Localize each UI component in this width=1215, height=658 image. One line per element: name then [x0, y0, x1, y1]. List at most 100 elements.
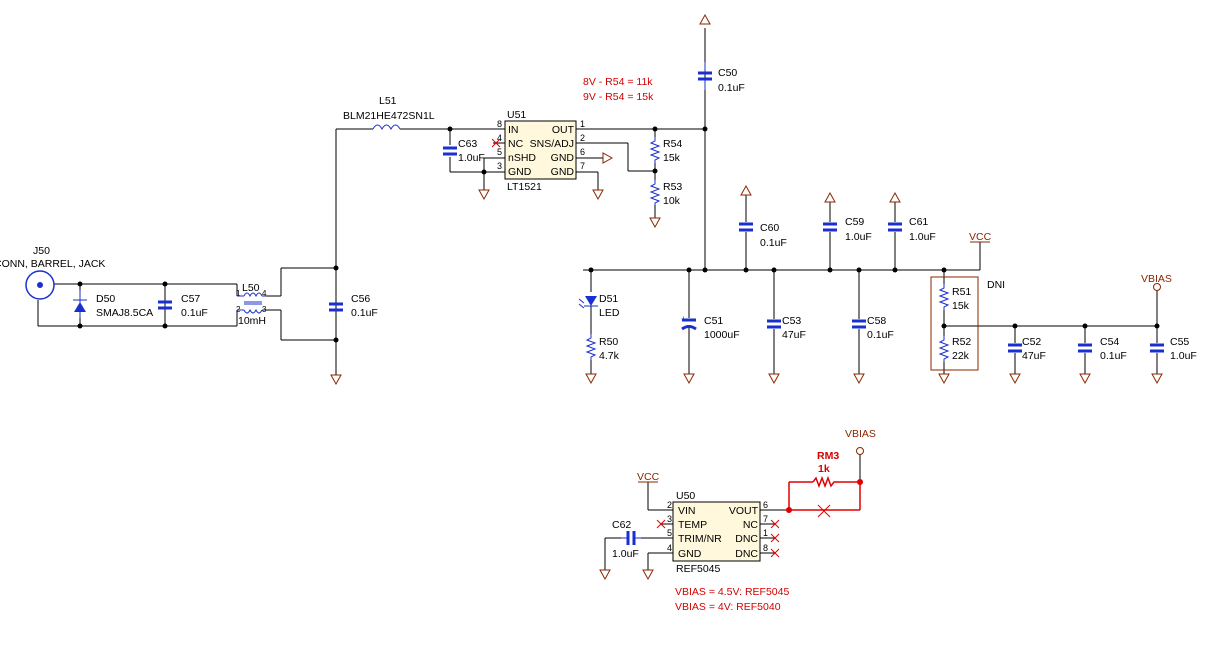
c63-value: 1.0uF: [458, 152, 485, 164]
l51-ferrite-bead: L51 BLM21HE472SN1L: [343, 95, 435, 131]
u50-pin-number: 8: [763, 543, 768, 553]
l50-ref: L50: [242, 282, 260, 294]
vbias-label: VBIAS: [1141, 273, 1172, 285]
c55-value: 1.0uF: [1170, 350, 1197, 362]
u50-pin-number: 3: [667, 514, 672, 524]
power-ports: VCC VCC VBIAS VBIAS: [637, 231, 1172, 483]
ground-icon: [642, 569, 654, 581]
l50-value: 10mH: [238, 315, 266, 327]
c58-value: 0.1uF: [867, 329, 894, 341]
r54-resistor: R54 15k: [649, 137, 682, 164]
rm3-value: 1k: [818, 463, 830, 475]
c62-value: 1.0uF: [612, 548, 639, 560]
r51-resistor: R51 15k: [938, 284, 971, 312]
u50-pin-name: DNC: [735, 548, 758, 560]
r54-ref: R54: [663, 138, 682, 150]
c63-capacitor: C63 1.0uF: [443, 138, 485, 164]
ground-icon: [478, 189, 490, 201]
l50-pin: 1: [236, 289, 241, 298]
ground-icon: [592, 189, 604, 201]
c59-ref: C59: [845, 216, 864, 228]
r50-resistor: R50 4.7k: [585, 334, 620, 362]
c60-ref: C60: [760, 222, 779, 234]
u50-pin-number: 1: [763, 528, 768, 538]
u51-pin-name: SNS/ADJ: [530, 138, 574, 150]
c54-capacitor: C54 0.1uF: [1078, 336, 1127, 362]
u50-ref: U50: [676, 490, 695, 502]
u51-pin-name: GND: [551, 152, 575, 164]
l50-pin: 4: [262, 289, 267, 298]
u51-ref: U51: [507, 109, 526, 121]
c55-capacitor: C55 1.0uF: [1150, 336, 1197, 362]
svg-text:+: +: [681, 314, 686, 324]
l50-common-mode-choke: L50 10mH 1 2 3 4: [236, 282, 267, 327]
r53-value: 10k: [663, 195, 681, 207]
ground-icon: [683, 373, 695, 385]
c63-ref: C63: [458, 138, 477, 150]
r52-ref: R52: [952, 336, 971, 348]
d50-diode: D50 SMAJ8.5CA: [73, 290, 153, 319]
u51-pin-name: nSHD: [508, 152, 536, 164]
c54-value: 0.1uF: [1100, 350, 1127, 362]
c53-ref: C53: [782, 315, 801, 327]
d50-value: SMAJ8.5CA: [96, 307, 153, 319]
u51-value: LT1521: [507, 181, 542, 193]
ground-icon: [602, 152, 614, 164]
ground-icon: [1009, 373, 1021, 385]
r51-ref: R51: [952, 286, 971, 298]
dni-label: DNI: [987, 279, 1005, 291]
r51-value: 15k: [952, 300, 970, 312]
c50-capacitor: C50 0.1uF: [698, 62, 745, 94]
u51-pin-number: 5: [497, 147, 502, 157]
j50-connector: J50 CONN, BARREL, JACK: [0, 245, 105, 300]
wires: [37, 28, 1158, 570]
ground-symbols: [330, 13, 1163, 581]
note-r54-8v: 8V - R54 = 11k: [583, 76, 653, 88]
u50-value: REF5045: [676, 563, 721, 575]
c59-capacitor: C59 1.0uF: [823, 216, 872, 243]
dni-box: DNI: [930, 276, 1005, 371]
l50-pin: 2: [236, 305, 241, 314]
c62-ref: C62: [612, 519, 631, 531]
u51-pin-number: 2: [580, 133, 585, 143]
u50-pin-number: 4: [667, 543, 672, 553]
u50-pin-name: DNC: [735, 533, 758, 545]
c51-capacitor: + C51 1000uF: [681, 314, 740, 341]
u50-pin-name: TEMP: [678, 519, 707, 531]
l50-pin: 3: [262, 305, 267, 314]
c59-value: 1.0uF: [845, 231, 872, 243]
c52-ref: C52: [1022, 336, 1041, 348]
ground-icon: [649, 217, 661, 229]
c52-value: 47uF: [1022, 350, 1046, 362]
c53-value: 47uF: [782, 329, 806, 341]
c50-value: 0.1uF: [718, 82, 745, 94]
u50-pin-number: 5: [667, 528, 672, 538]
c57-capacitor: C57 0.1uF: [158, 293, 208, 319]
note-r54-9v: 9V - R54 = 15k: [583, 91, 654, 103]
c56-ref: C56: [351, 293, 370, 305]
d51-value: LED: [599, 307, 620, 319]
ground-icon: [1079, 373, 1091, 385]
r54-value: 15k: [663, 152, 681, 164]
u51-pin-number: 6: [580, 147, 585, 157]
c57-ref: C57: [181, 293, 200, 305]
c56-value: 0.1uF: [351, 307, 378, 319]
ground-icon: [938, 373, 950, 385]
l51-ref: L51: [379, 95, 397, 107]
u51-pin-number: 3: [497, 161, 502, 171]
c57-value: 0.1uF: [181, 307, 208, 319]
c53-capacitor: C53 47uF: [767, 315, 806, 341]
u51-pin-number: 1: [580, 119, 585, 129]
r50-value: 4.7k: [599, 350, 620, 362]
ground-icon: [1151, 373, 1163, 385]
c52-capacitor: C52 47uF: [1008, 336, 1046, 362]
u50-pin-number: 2: [667, 500, 672, 510]
r53-resistor: R53 10k: [649, 180, 682, 207]
c50-ref: C50: [718, 67, 737, 79]
supply-arrow-icon: [740, 184, 752, 196]
vcc-label: VCC: [637, 471, 660, 483]
c58-ref: C58: [867, 315, 886, 327]
j50-ref: J50: [33, 245, 50, 257]
u50-pin-number: 6: [763, 500, 768, 510]
